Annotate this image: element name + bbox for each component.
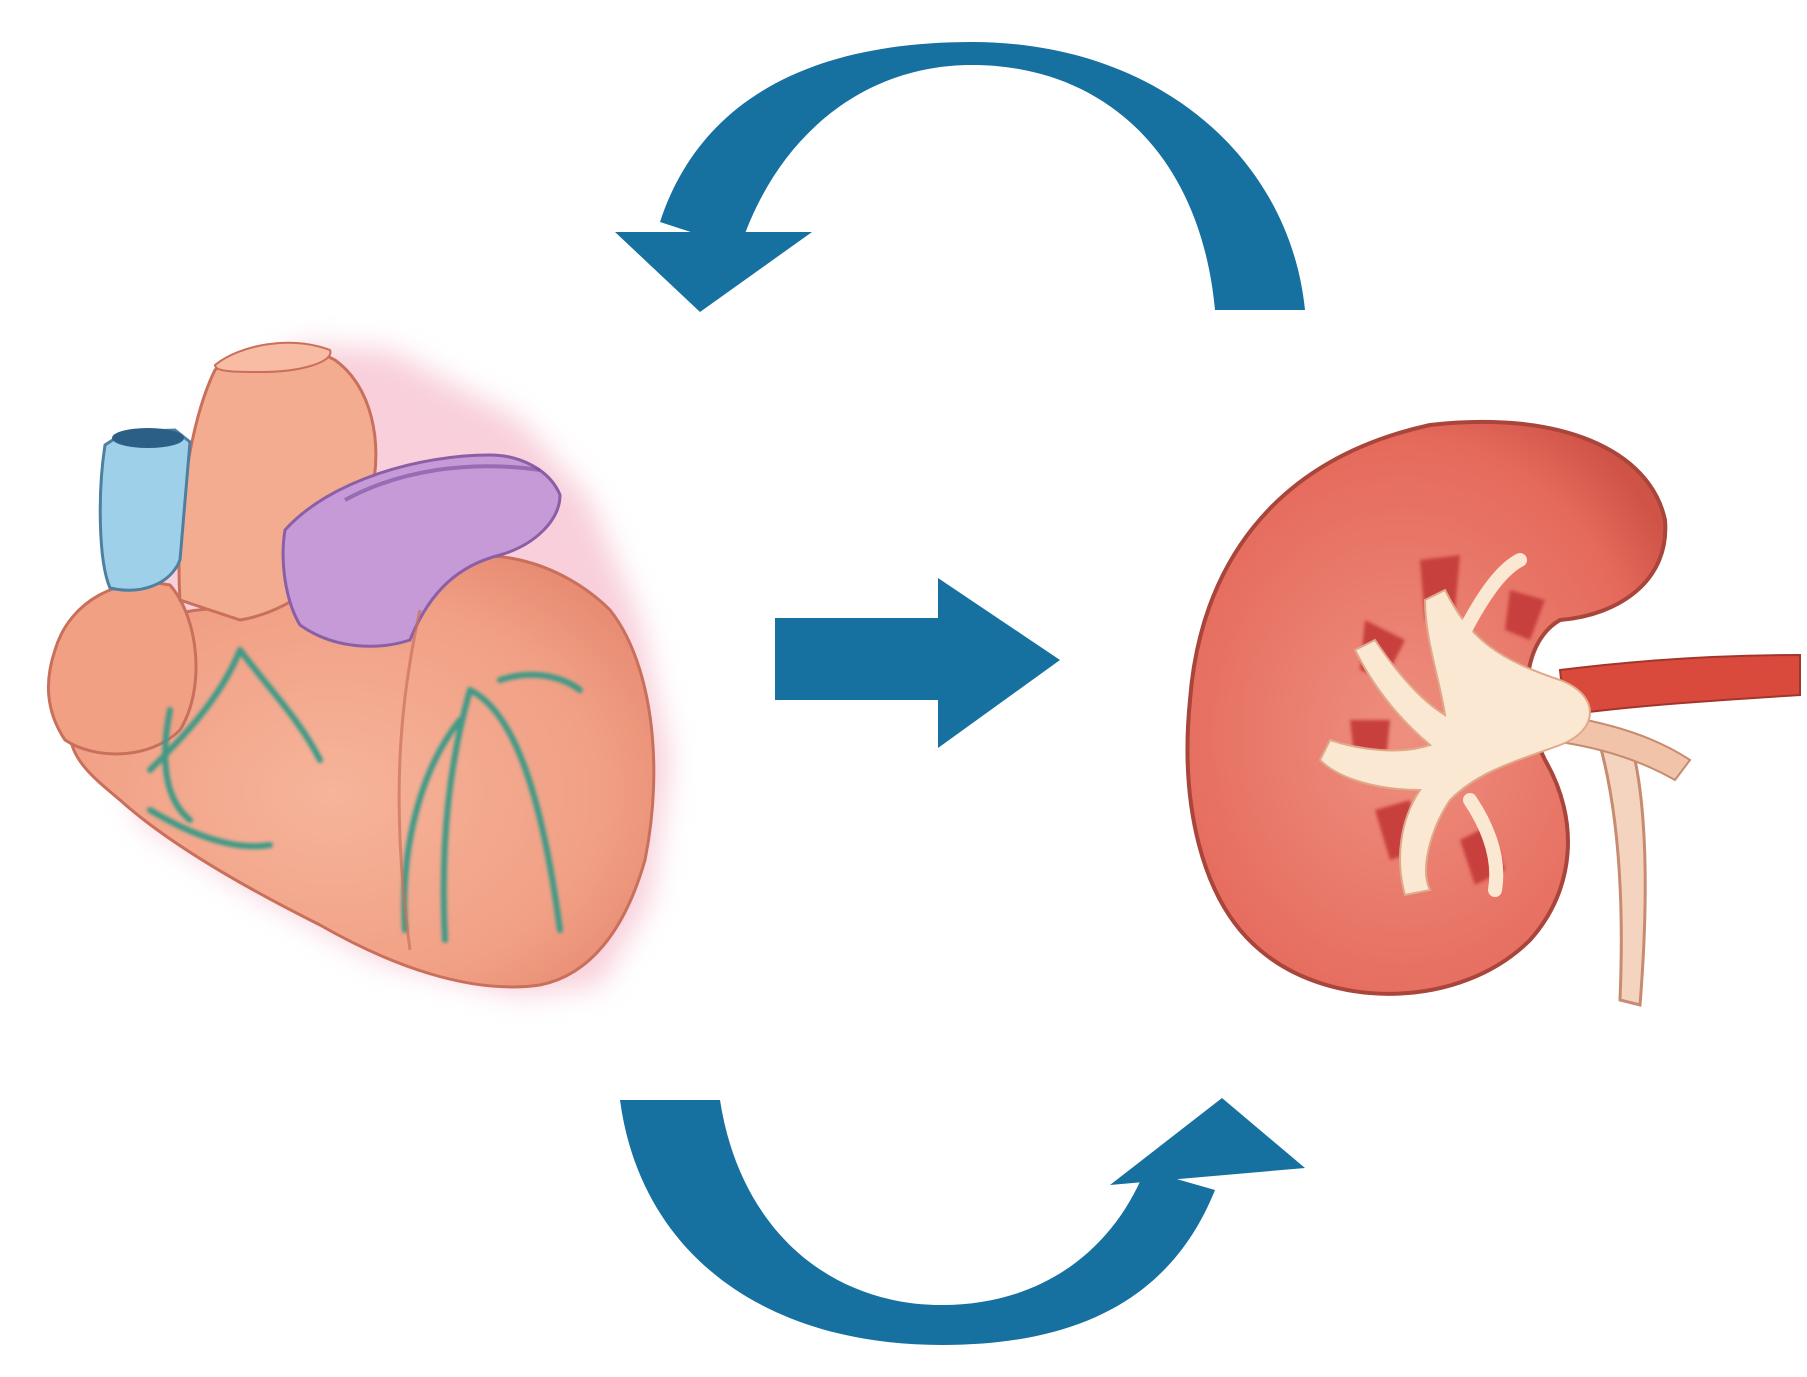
heart-illustration xyxy=(48,343,670,995)
center-straight-arrow xyxy=(775,578,1060,748)
kidney-renal-artery xyxy=(1560,655,1800,715)
kidney-ureter xyxy=(1600,740,1645,1005)
bottom-arrow-head xyxy=(1110,1098,1305,1185)
top-curved-arrow xyxy=(615,42,1305,312)
bottom-arrow-body xyxy=(620,1100,1215,1345)
top-arrow-head xyxy=(615,232,812,312)
kidney-illustration xyxy=(1188,422,1800,1005)
heart-vena-cava xyxy=(100,430,190,590)
bottom-curved-arrow xyxy=(620,1098,1305,1345)
